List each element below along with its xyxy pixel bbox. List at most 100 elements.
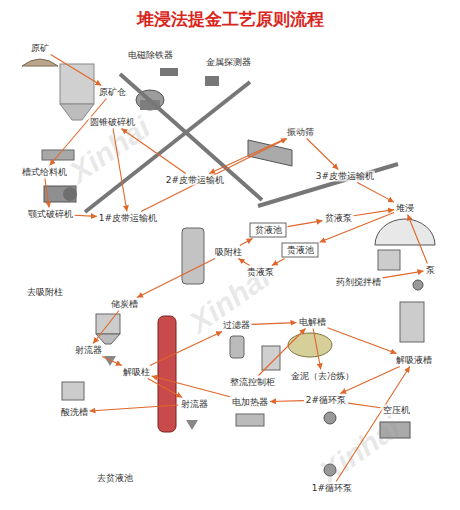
flow-line [408, 215, 428, 264]
equipment-node: 金属探测器 [205, 57, 252, 68]
flow-line [102, 357, 122, 366]
flow-line [141, 139, 287, 212]
equipment-name: 贵液泵 [247, 267, 274, 278]
equipment-node: 堆浸 [395, 203, 415, 214]
flow-line [150, 332, 222, 366]
flow-line [75, 215, 97, 216]
equipment-node: 槽式给料机 [21, 167, 68, 178]
cabinet-symbol [262, 346, 280, 370]
equipment-name: 射流器 [75, 345, 102, 356]
equipment-name: 过滤器 [223, 320, 250, 331]
equipment-node: 药剂搅拌槽 [335, 277, 382, 288]
equipment-name: 原矿仓 [99, 87, 126, 98]
detector-symbol [205, 76, 219, 86]
equipment-node: 1#循环泵 [311, 483, 353, 494]
equipment-name: 整流控制柜 [230, 377, 275, 388]
equipment-node: 原矿仓 [98, 87, 127, 98]
ejector-symbol [104, 356, 116, 366]
equipment-name: 颚式破碎机 [28, 209, 73, 220]
ore-pile [22, 59, 58, 66]
equipment-name: 金泥（去冶炼） [291, 371, 354, 382]
flow-line [152, 376, 231, 397]
tank-symbol [62, 382, 84, 400]
equipment-name: 2#循环泵 [306, 395, 346, 406]
equipment-node: 1#皮带运输机 [98, 213, 158, 224]
equipment-name: 解吸液槽 [396, 355, 432, 366]
equipment-name: 贫液泵 [325, 213, 352, 224]
flywheel-symbol [63, 187, 77, 201]
pump-symbol [324, 412, 336, 424]
equipment-name: 振动筛 [287, 127, 314, 138]
equipment-node: 吸附柱 [214, 247, 243, 258]
equipment-node: 2#循环泵 [305, 395, 347, 406]
flow-line [209, 139, 286, 174]
equipment-node: 整流控制柜 [229, 377, 276, 388]
flow-line [137, 259, 215, 298]
equipment-node: 圆锥破碎机 [89, 117, 136, 128]
equipment-node: 金泥（去冶炼） [290, 371, 355, 382]
flow-line [45, 179, 49, 208]
flow-note: 去吸附柱 [27, 286, 63, 299]
equipment-name: 金属探测器 [206, 57, 251, 68]
equipment-node: 3#皮带运输机 [315, 171, 375, 182]
flow-line [288, 221, 323, 227]
tank-symbol [400, 302, 424, 342]
flow-line [240, 239, 253, 246]
equipment-name: 1#皮带运输机 [99, 213, 157, 224]
equipment-node: 酸洗槽 [60, 407, 89, 418]
equipment-name: 3#皮带运输机 [316, 171, 374, 182]
equipment-name: 储炭槽 [111, 299, 138, 310]
flow-line [51, 55, 102, 86]
flow-line [336, 367, 410, 482]
equipment-name: 吸附柱 [215, 247, 242, 258]
iron-remover-symbol [160, 68, 178, 76]
equipment-node: 颚式破碎机 [27, 209, 74, 220]
flow-line [320, 212, 395, 242]
flow-line [313, 329, 321, 370]
ejector-symbol [186, 420, 198, 430]
equipment-node: 电解槽 [298, 317, 327, 328]
equipment-name: 圆锥破碎机 [90, 117, 135, 128]
equipment-name: 药剂搅拌槽 [336, 277, 381, 288]
flow-note: 去贫液池 [97, 472, 133, 485]
equipment-name: 电磁除铁器 [128, 50, 173, 61]
equipment-name: 空压机 [383, 405, 410, 416]
equipment-name: 堆浸 [396, 203, 414, 214]
equipment-name: 贵液池 [287, 245, 314, 256]
equipment-node: 电磁除铁器 [127, 50, 174, 61]
flow-line [259, 329, 306, 376]
equipment-name: 泵 [426, 265, 435, 276]
equipment-node: 解吸液槽 [395, 355, 433, 366]
flow-line [354, 210, 395, 216]
flow-line [148, 379, 182, 398]
equipment-name: 1#循环泵 [312, 483, 352, 494]
equipment-name: 解吸柱 [123, 367, 150, 378]
flow-line [93, 311, 119, 344]
equipment-name: 槽式给料机 [22, 167, 67, 178]
flow-line [252, 323, 297, 325]
diagram-title: 堆浸法提金工艺原则流程 [0, 8, 460, 31]
equipment-name: 电解槽 [299, 317, 326, 328]
flow-line [270, 400, 304, 402]
equipment-node: 解吸柱 [122, 367, 151, 378]
equipment-node: 贵液池 [282, 243, 319, 258]
equipment-node: 过滤器 [222, 320, 251, 331]
flow-line [90, 405, 179, 411]
filter-symbol [230, 336, 244, 358]
flow-line [238, 259, 249, 266]
equipment-node: 贫液泵 [324, 213, 353, 224]
heater-symbol [236, 414, 264, 426]
equipment-name: 电加热器 [232, 397, 268, 408]
flow-line [348, 403, 380, 408]
equipment-name: 贫液池 [255, 225, 282, 236]
desorption-column-symbol [158, 316, 176, 432]
belt-conveyor [258, 164, 398, 206]
equipment-node: 2#皮带运输机 [165, 175, 225, 186]
equipment-name: 原矿 [31, 43, 49, 54]
equipment-name: 射流器 [181, 399, 208, 410]
equipment-node: 振动筛 [286, 127, 315, 138]
flow-line [383, 271, 424, 278]
equipment-node: 泵 [425, 265, 436, 276]
jaw-crusher-symbol [44, 186, 76, 202]
